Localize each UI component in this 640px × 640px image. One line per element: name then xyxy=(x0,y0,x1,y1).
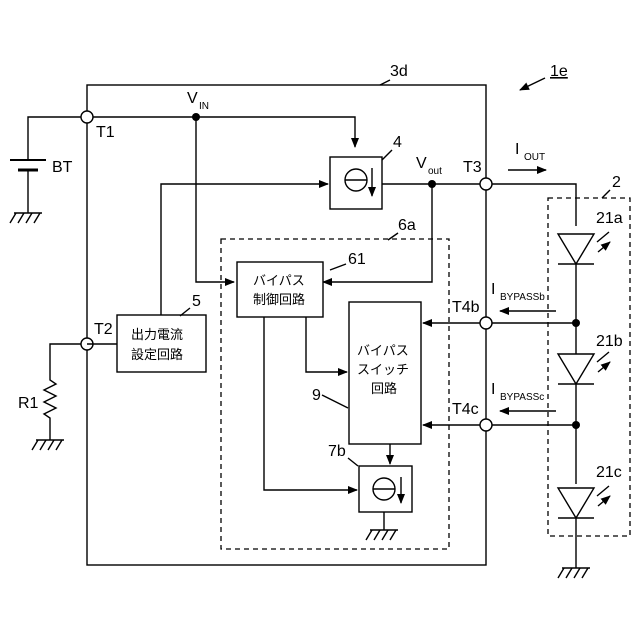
resistor-r1 xyxy=(32,344,81,450)
label-9: 9 xyxy=(312,387,321,404)
block5-line1: 出力電流 xyxy=(131,328,183,343)
label-t1: T1 xyxy=(96,124,115,141)
led-21b xyxy=(558,344,610,484)
figure-arrow xyxy=(520,78,545,90)
block9-line3: 回路 xyxy=(371,381,397,397)
leader-7b xyxy=(348,458,358,466)
leader-9 xyxy=(322,395,348,408)
wire-control-to-source7b xyxy=(264,317,357,490)
label-6a: 6a xyxy=(398,217,416,234)
label-vout: V xyxy=(416,155,427,172)
figure-label: 1e xyxy=(550,63,568,80)
leader-4 xyxy=(382,150,392,160)
terminal-t4b xyxy=(480,317,492,329)
block-bypass-control xyxy=(237,262,323,317)
current-source-4 xyxy=(330,157,382,209)
label-t4b: T4b xyxy=(452,299,480,316)
label-61: 61 xyxy=(348,251,366,268)
block9-line2: スイッチ xyxy=(357,363,409,378)
label-r1: R1 xyxy=(18,395,39,412)
block9-line1: バイパス xyxy=(357,344,409,359)
label-2: 2 xyxy=(612,174,621,191)
label-iout: I xyxy=(515,141,519,158)
label-ibypass-c-sub: BYPASSc xyxy=(500,392,544,403)
leader-61 xyxy=(330,264,346,270)
label-t4c: T4c xyxy=(452,401,479,418)
leader-3d xyxy=(380,80,390,85)
label-t2: T2 xyxy=(94,321,113,338)
block-output-current-setting xyxy=(117,315,206,372)
led-21c xyxy=(558,486,610,578)
label-vout-sub: out xyxy=(428,166,442,177)
label-21b: 21b xyxy=(596,333,623,350)
label-5: 5 xyxy=(192,293,201,310)
label-21c: 21c xyxy=(596,464,622,481)
label-ibypass-b: I xyxy=(491,281,495,298)
terminal-t1 xyxy=(81,111,93,123)
terminal-t4c xyxy=(480,419,492,431)
battery-bt xyxy=(10,117,87,223)
current-source-7b xyxy=(359,466,412,540)
label-t3: T3 xyxy=(463,159,482,176)
label-3d: 3d xyxy=(390,63,408,80)
label-iout-sub: OUT xyxy=(524,152,545,163)
label-ibypass-c: I xyxy=(491,381,495,398)
led-array-boundary xyxy=(548,198,630,536)
block5-line2: 設定回路 xyxy=(131,347,183,363)
led-21a xyxy=(558,232,610,344)
block61-line2: 制御回路 xyxy=(253,292,305,308)
label-7b: 7b xyxy=(328,443,346,460)
wire-control-to-switch xyxy=(306,317,347,372)
label-vin: V xyxy=(187,90,198,107)
wire-vin-to-bypass-control xyxy=(196,117,234,282)
label-4: 4 xyxy=(393,134,402,151)
label-ibypass-b-sub: BYPASSb xyxy=(500,292,545,303)
leader-2 xyxy=(602,190,610,198)
label-bt: BT xyxy=(52,159,73,176)
label-vin-sub: IN xyxy=(199,101,209,112)
terminal-t3 xyxy=(480,178,492,190)
block61-line1: バイパス xyxy=(253,274,305,289)
wire-t3-to-leds xyxy=(492,184,576,226)
wire-vin xyxy=(87,117,355,147)
label-21a: 21a xyxy=(596,210,623,227)
